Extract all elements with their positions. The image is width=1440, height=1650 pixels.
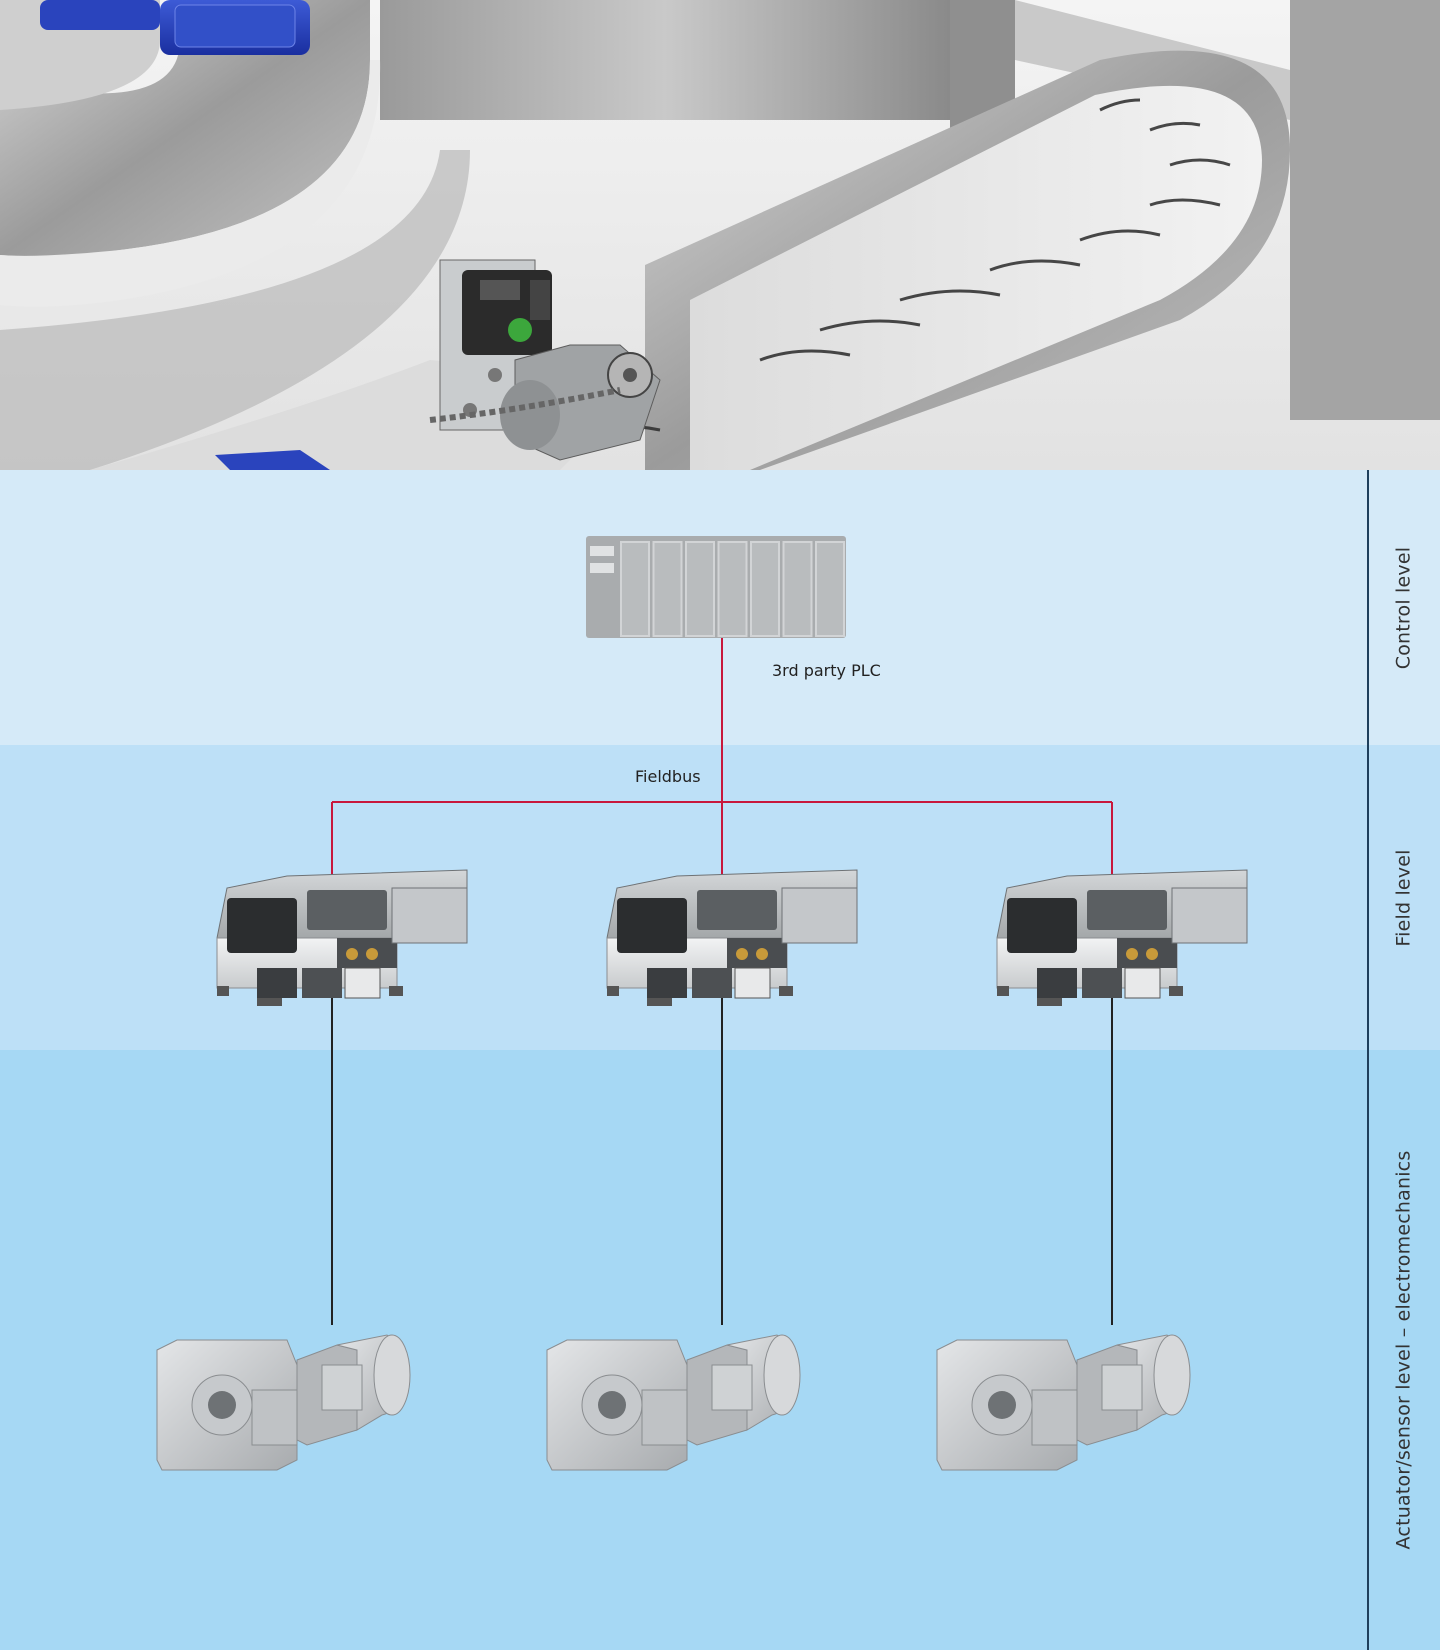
motor-inverter-icon bbox=[606, 869, 858, 1007]
plc-module-slot bbox=[815, 541, 845, 637]
plc-indicator bbox=[590, 546, 614, 556]
motor-inverter-icon bbox=[216, 869, 468, 1007]
plc-module-slot bbox=[685, 541, 715, 637]
plc-module-slot bbox=[717, 541, 748, 637]
plc-rack-icon bbox=[586, 536, 846, 638]
plc-indicator bbox=[590, 563, 614, 573]
geared-motor-icon bbox=[156, 1334, 411, 1471]
conveyor-illustration bbox=[0, 0, 1440, 470]
level-divider bbox=[1367, 470, 1369, 1650]
plc-module-slot bbox=[750, 541, 780, 637]
plc-module-slot bbox=[782, 541, 813, 637]
plc-module-slot bbox=[620, 541, 650, 637]
fieldbus-label: Fieldbus bbox=[635, 767, 701, 786]
plc-module-slot bbox=[652, 541, 683, 637]
plc-label: 3rd party PLC bbox=[772, 661, 881, 680]
plc-housing bbox=[586, 536, 846, 638]
network-topology-diagram bbox=[156, 536, 1248, 1471]
geared-motor-icon bbox=[546, 1334, 801, 1471]
motor-inverter-icon bbox=[996, 869, 1248, 1007]
geared-motor-icon bbox=[936, 1334, 1191, 1471]
